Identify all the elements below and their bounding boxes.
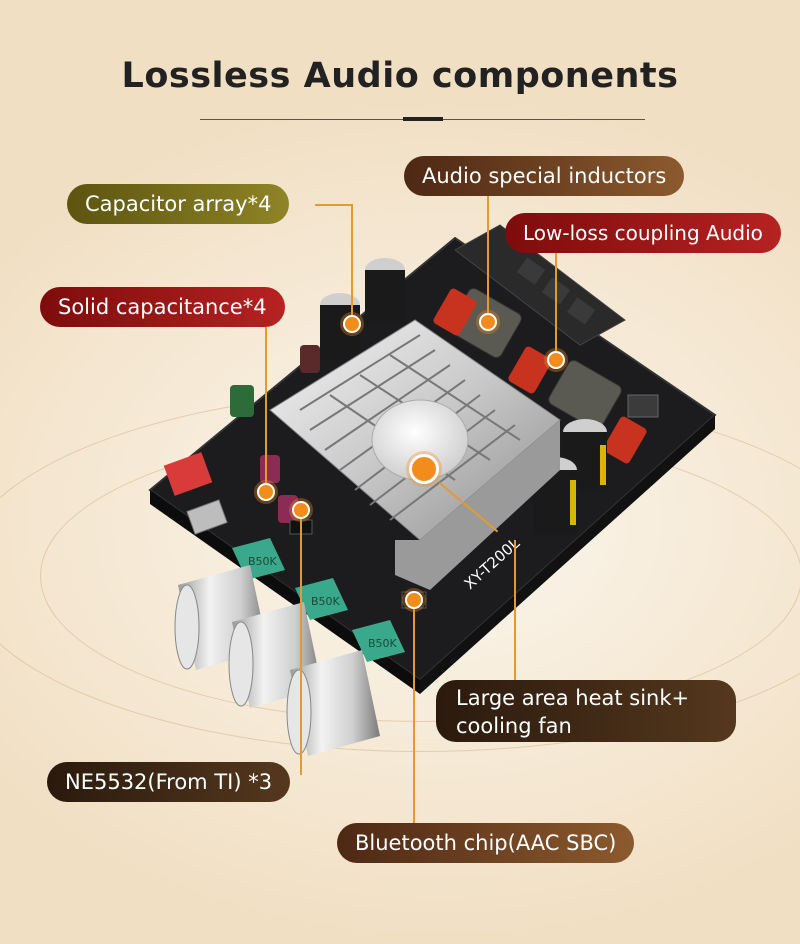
svg-text:B50K: B50K [248, 555, 278, 568]
leader-line [555, 253, 557, 360]
marker-dot [405, 591, 423, 609]
usb-port [186, 499, 228, 535]
marker-dot [292, 501, 310, 519]
label-audio-inductors: Audio special inductors [404, 156, 685, 196]
title-divider-mark [403, 117, 443, 121]
marker-dot [547, 351, 565, 369]
aux-jack [627, 394, 659, 418]
label-low-loss-coupling: Low-loss coupling Audio [505, 213, 781, 253]
leader-line [351, 204, 353, 324]
page-title: Lossless Audio components [121, 56, 679, 96]
leader-line [265, 307, 267, 492]
label-solid-capacitance: Solid capacitance*4 [40, 287, 285, 327]
marker-dot-fan [409, 454, 439, 484]
pcb-board-edge [150, 490, 420, 694]
leader-line [300, 510, 302, 775]
marker-dot [479, 313, 497, 331]
marker-dot [343, 315, 361, 333]
potentiometer-3: B50K [286, 620, 405, 756]
inductor-2 [508, 346, 647, 464]
label-capacitor-array: Capacitor array*4 [67, 184, 290, 224]
svg-text:B50K: B50K [368, 637, 398, 650]
svg-text:B50K: B50K [311, 595, 341, 608]
leader-line [413, 600, 415, 825]
leader-line [315, 204, 353, 206]
label-ne5532: NE5532(From TI) *3 [47, 762, 291, 802]
power-switch [163, 452, 213, 496]
pcb-board-edge [420, 415, 715, 694]
heat-sink [269, 319, 561, 590]
label-heat-sink: Large area heat sink+ cooling fan [436, 680, 736, 742]
leader-line [514, 540, 516, 680]
label-bluetooth-chip: Bluetooth chip(AAC SBC) [337, 823, 635, 863]
leader-line [487, 196, 489, 322]
marker-dot [257, 483, 275, 501]
